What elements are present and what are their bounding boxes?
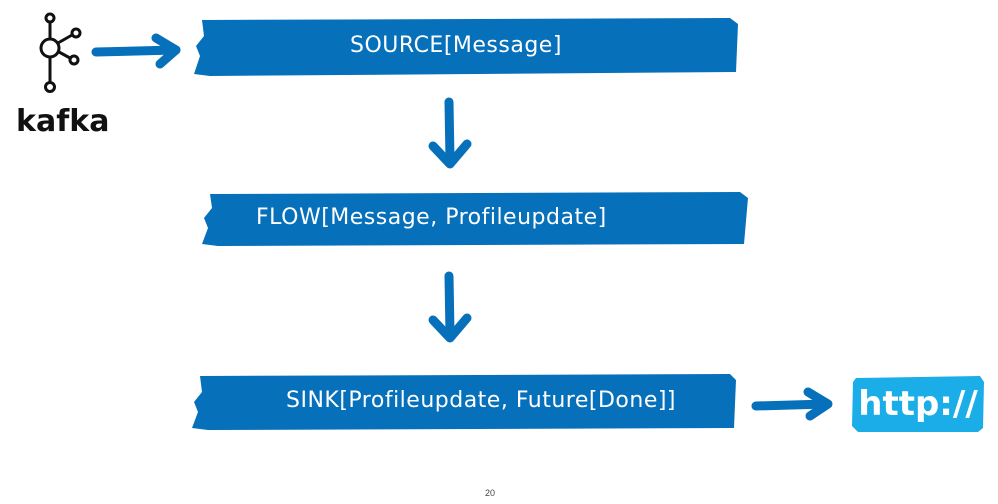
arrow-right-icon (91, 33, 181, 69)
arrow-down-icon (428, 271, 472, 343)
arrow-down-icon (428, 97, 472, 169)
sink-stage-label: SINK[Profileupdate, Future[Done]] (286, 388, 677, 413)
http-label: http:// (858, 384, 978, 424)
sink-stage: SINK[Profileupdate, Future[Done]] (186, 370, 746, 434)
page-number: 20 (484, 488, 495, 498)
kafka-label: kafka (16, 104, 110, 139)
kafka-logo-icon (39, 12, 82, 93)
flow-stage-label: FLOW[Message, Profileupdate] (256, 205, 607, 230)
http-endpoint: http:// (850, 374, 986, 434)
source-stage: SOURCE[Message] (190, 16, 750, 78)
flow-stage: FLOW[Message, Profileupdate] (196, 188, 756, 250)
arrow-right-icon (751, 387, 833, 421)
source-stage-label: SOURCE[Message] (350, 33, 562, 58)
